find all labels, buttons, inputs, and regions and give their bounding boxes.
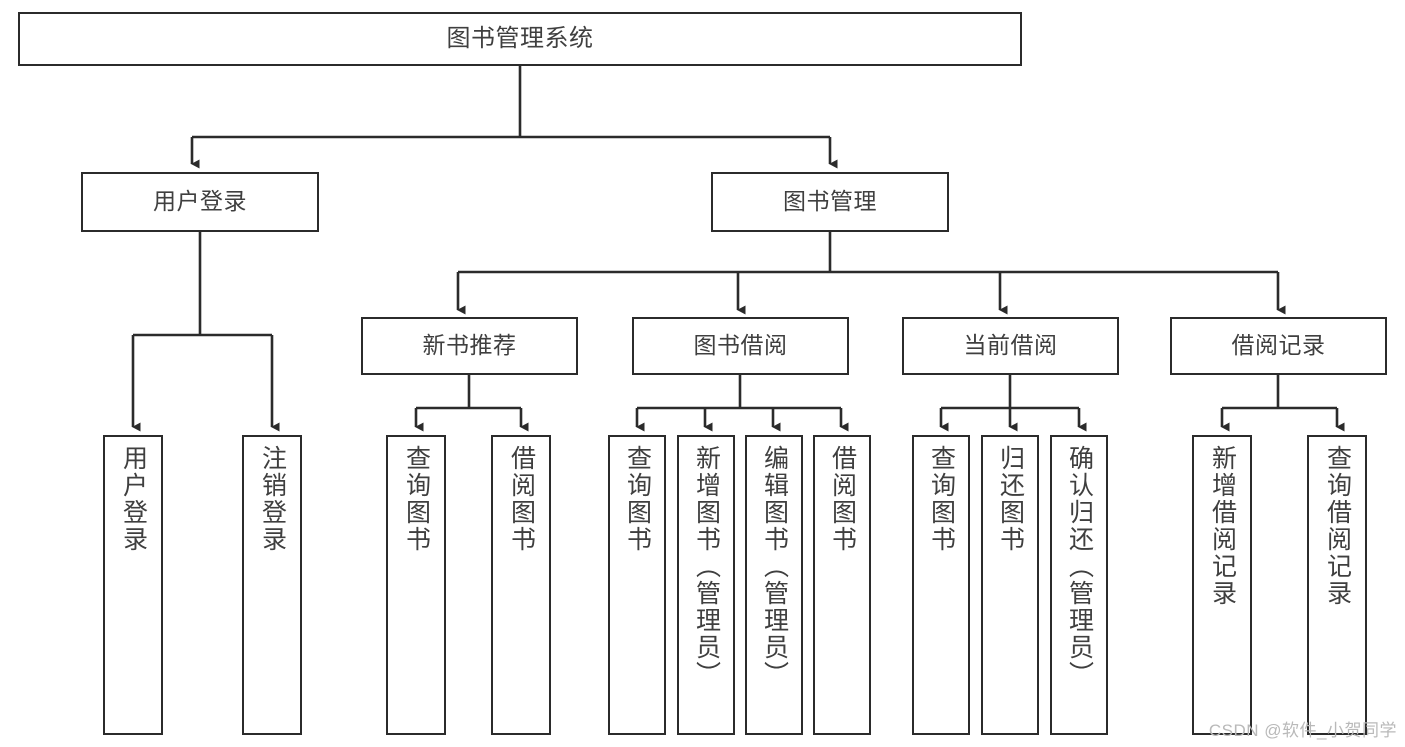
- node-current-borrow[interactable]: 当前借阅: [902, 317, 1119, 375]
- node-label: 编辑图书（管理员）: [760, 445, 789, 688]
- node-label: 新增图书（管理员）: [692, 445, 721, 688]
- node-label: 注销登录: [258, 445, 287, 553]
- node-label: 借阅图书: [828, 445, 857, 553]
- node-label: 查询借阅记录: [1323, 445, 1352, 607]
- leaf-borrow-book[interactable]: 借阅图书: [813, 435, 871, 735]
- leaf-add-borrow-record[interactable]: 新增借阅记录: [1192, 435, 1252, 735]
- node-label: 查询图书: [927, 445, 956, 553]
- node-label: 借阅记录: [1231, 332, 1326, 359]
- node-label: 查询图书: [623, 445, 652, 553]
- node-label: 新书推荐: [422, 332, 517, 359]
- leaf-return-book[interactable]: 归还图书: [981, 435, 1039, 735]
- node-borrow-record[interactable]: 借阅记录: [1170, 317, 1387, 375]
- leaf-edit-book-admin[interactable]: 编辑图书（管理员）: [745, 435, 803, 735]
- node-book-borrow[interactable]: 图书借阅: [632, 317, 849, 375]
- leaf-query-book-recommend[interactable]: 查询图书: [386, 435, 446, 735]
- leaf-confirm-return-admin[interactable]: 确认归还（管理员）: [1050, 435, 1108, 735]
- leaf-query-borrow-record[interactable]: 查询借阅记录: [1307, 435, 1367, 735]
- node-root-system[interactable]: 图书管理系统: [18, 12, 1022, 66]
- leaf-user-login[interactable]: 用户登录: [103, 435, 163, 735]
- node-book-management[interactable]: 图书管理: [711, 172, 949, 232]
- leaf-query-book-borrow[interactable]: 查询图书: [608, 435, 666, 735]
- node-label: 确认归还（管理员）: [1065, 445, 1094, 688]
- node-new-book-recommend[interactable]: 新书推荐: [361, 317, 578, 375]
- node-label: 图书管理系统: [446, 24, 594, 52]
- node-user-login[interactable]: 用户登录: [81, 172, 319, 232]
- node-label: 用户登录: [153, 188, 247, 215]
- node-label: 图书管理: [783, 188, 877, 215]
- leaf-borrow-book-recommend[interactable]: 借阅图书: [491, 435, 551, 735]
- node-label: 当前借阅: [963, 332, 1058, 359]
- leaf-add-book-admin[interactable]: 新增图书（管理员）: [677, 435, 735, 735]
- node-label: 查询图书: [402, 445, 431, 553]
- node-label: 用户登录: [119, 445, 148, 553]
- watermark-text: CSDN @软件_小贺同学: [1208, 721, 1397, 740]
- node-label: 归还图书: [996, 445, 1025, 553]
- leaf-query-book-current[interactable]: 查询图书: [912, 435, 970, 735]
- node-label: 借阅图书: [507, 445, 536, 553]
- leaf-user-logout[interactable]: 注销登录: [242, 435, 302, 735]
- node-label: 图书借阅: [693, 332, 788, 359]
- node-label: 新增借阅记录: [1208, 445, 1237, 607]
